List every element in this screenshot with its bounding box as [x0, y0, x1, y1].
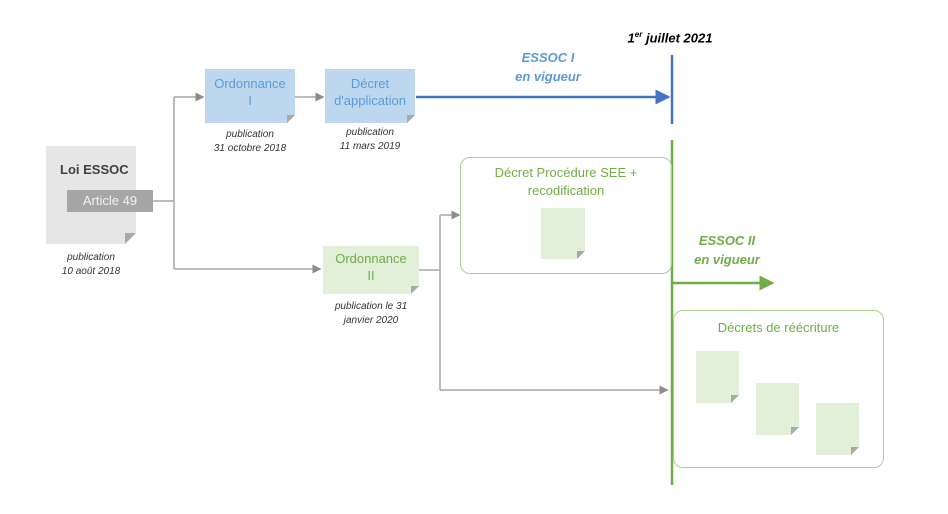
page-fold-icon [411, 286, 419, 294]
document-icon [696, 351, 739, 403]
ordonnance-2-line2: II [367, 268, 375, 283]
milestone-date: 1er juillet 2021 [600, 30, 740, 45]
ordonnance-1-document[interactable]: Ordonnance I [205, 69, 295, 123]
page-fold-icon [731, 395, 739, 403]
decret-procedure-title-line2: recodification [527, 183, 605, 198]
document-icon [816, 403, 859, 455]
page-fold-icon [851, 447, 859, 455]
loi-publication-date: publication 10 août 2018 [46, 251, 136, 279]
page-fold-icon [791, 427, 799, 435]
milestone-superscript: er [634, 30, 643, 39]
decret-application-line1: Décret [350, 76, 390, 91]
decrets-reecriture-box[interactable]: Décrets de réécriture [673, 310, 884, 468]
milestone-day: 1 [627, 30, 635, 46]
page-fold-icon [407, 115, 415, 123]
article-49-label[interactable]: Article 49 [67, 190, 153, 212]
ordonnance-1-line2: I [248, 93, 252, 108]
decret-application-document[interactable]: Décret d'application [325, 69, 415, 123]
ordonnance-2-pub-label: publication le 31 [334, 301, 408, 312]
ordonnance-1-pub-date: 31 octobre 2018 [213, 143, 287, 154]
ordonnance-2-line1: Ordonnance [335, 251, 407, 266]
ordonnance-2-pub-date: janvier 2020 [343, 315, 399, 326]
page-fold-icon [577, 251, 585, 259]
ordonnance-1-line1: Ordonnance [214, 76, 286, 91]
decret-application-pub-date: 11 mars 2019 [339, 141, 401, 152]
decret-application-publication: publication 11 mars 2019 [320, 126, 420, 154]
essoc-2-line2: en vigueur [694, 252, 760, 267]
ordonnance-2-document[interactable]: Ordonnance II [323, 246, 419, 294]
ordonnance-1-publication: publication 31 octobre 2018 [200, 128, 300, 156]
page-fold-icon [125, 233, 136, 244]
essoc-2-line1: ESSOC II [698, 233, 756, 248]
decret-procedure-title-line1: Décret Procédure SEE + [494, 165, 638, 180]
loi-pub-label: publication [67, 252, 115, 263]
essoc-2-label: ESSOC II en vigueur [672, 231, 782, 269]
essoc-1-label: ESSOC I en vigueur [498, 48, 598, 86]
loi-pub-date: 10 août 2018 [61, 266, 121, 277]
decrets-reecriture-title: Décrets de réécriture [717, 320, 840, 335]
document-icon [756, 383, 799, 435]
page-fold-icon [287, 115, 295, 123]
loi-essoc-title: Loi ESSOC [60, 162, 129, 177]
ordonnance-2-publication: publication le 31 janvier 2020 [316, 300, 426, 328]
decret-procedure-box[interactable]: Décret Procédure SEE + recodification [460, 157, 672, 274]
decret-application-line2: d'application [334, 93, 406, 108]
essoc-1-line2: en vigueur [515, 69, 581, 84]
milestone-month-year: juillet 2021 [642, 30, 713, 46]
ordonnance-1-pub-label: publication [226, 129, 274, 140]
essoc-1-line1: ESSOC I [521, 50, 575, 65]
document-icon [541, 208, 585, 259]
decret-application-pub-label: publication [346, 127, 394, 138]
